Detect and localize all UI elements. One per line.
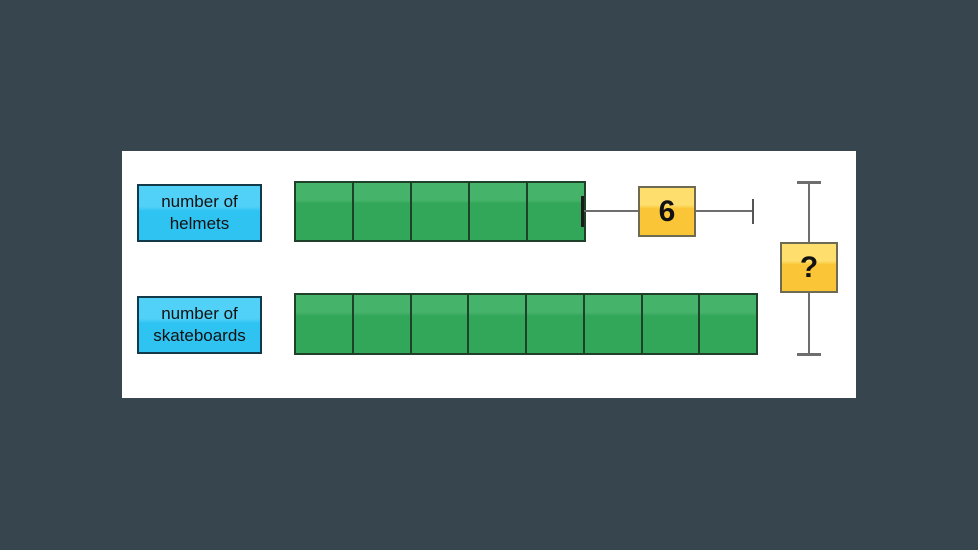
difference-left-tick-icon	[581, 196, 584, 227]
skateboards-bar	[294, 293, 758, 355]
unit-cell	[467, 183, 526, 240]
unit-cell	[351, 183, 410, 240]
unit-cell	[296, 183, 352, 240]
helmets-bar	[294, 181, 586, 242]
tape-diagram-panel: number of helmets 6 number of skateboard…	[122, 151, 856, 398]
unit-cell	[296, 295, 352, 353]
difference-right-tick-icon	[752, 199, 754, 224]
difference-value-box: 6	[638, 186, 696, 237]
helmets-label: number of helmets	[137, 184, 262, 242]
skateboards-label: number of skateboards	[137, 296, 262, 354]
unit-cell	[582, 295, 641, 353]
unit-cell	[467, 295, 525, 353]
total-bottom-cap-icon	[797, 353, 821, 356]
unit-cell	[698, 295, 756, 353]
total-top-cap-icon	[797, 181, 821, 184]
total-value-box: ?	[780, 242, 838, 293]
unit-cell	[525, 295, 583, 353]
unit-cell	[409, 183, 468, 240]
unit-cell	[640, 295, 699, 353]
unit-cell	[351, 295, 410, 353]
unit-cell	[409, 295, 468, 353]
unit-cell	[525, 183, 584, 240]
